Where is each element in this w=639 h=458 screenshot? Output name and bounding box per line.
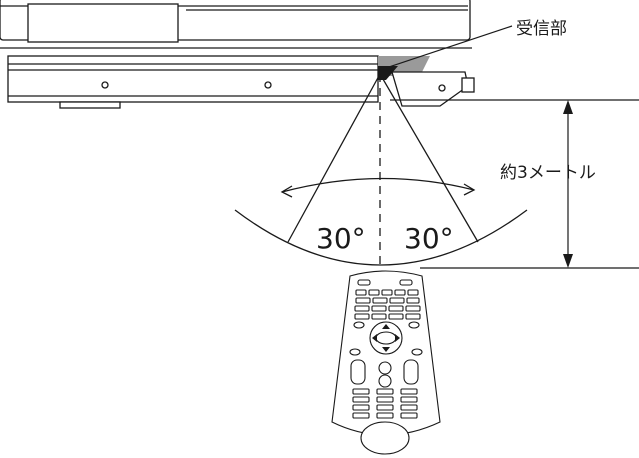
remote-button [368,289,380,296]
remote-button [411,348,423,356]
remote-button [376,404,394,411]
remote-button [400,396,418,403]
remote-bottom-curve [360,421,410,455]
distance-dimension [390,99,639,269]
remote-button [405,313,421,320]
angle-measure-arc [281,177,475,193]
dimension-arrow-up-icon [563,100,573,114]
range-cone [234,73,528,270]
angle-arc-arrow-left [280,185,293,198]
cone-right-edge [379,73,479,243]
tv-top-block [27,3,179,43]
tv-bracket-screw [438,84,446,92]
remote-button [376,412,394,419]
remote-button [388,305,404,312]
remote-button [408,321,420,329]
remote-button [376,388,394,395]
receiver-label: 受信部 [516,19,567,39]
remote-button [352,396,370,403]
dpad-up-icon [382,324,390,329]
remote-button [357,279,371,286]
remote-button [406,297,420,304]
cone-left-edge [287,73,381,243]
remote-button [352,388,370,395]
tv-screw-2 [264,81,272,89]
receiver-leader-line [379,25,513,71]
remote-button [388,313,404,320]
remote-button [407,289,419,296]
remote-button [371,305,387,312]
tv-body [7,55,379,103]
distance-label: 約3メートル [500,163,596,183]
remote-button [378,374,392,388]
tv-foot [59,101,121,109]
remote-button [349,348,361,356]
dpad-right-icon [395,334,400,342]
remote-button [389,297,405,304]
remote-button [354,313,370,320]
dimension-arrow-down-icon [563,254,573,268]
angle-label-right: 30° [404,222,454,255]
remote-channel-rocker [403,359,419,385]
remote-button [381,289,393,296]
dpad-left-icon [372,334,377,342]
remote-control [331,270,441,455]
remote-ok-button [375,331,397,345]
angle-label-left: 30° [316,222,366,255]
remote-button [372,297,388,304]
remote-button [400,388,418,395]
remote-button [354,305,370,312]
dpad-down-icon [382,347,390,352]
range-outer-arc [234,209,528,266]
tv-screw-1 [101,81,109,89]
tv-right-bracket [391,71,469,107]
remote-button [352,404,370,411]
remote-button [400,412,418,419]
remote-volume-rocker [350,359,366,385]
remote-button [353,321,365,329]
tv-device [0,0,475,109]
remote-button [352,412,370,419]
remote-button [405,305,421,312]
remote-button [355,289,367,296]
remote-button [400,404,418,411]
tv-bracket-tab [461,77,475,93]
remote-button [371,313,387,320]
remote-button [399,279,413,286]
remote-button [355,297,371,304]
remote-button [378,361,392,375]
angle-arc-arrow-right [463,183,476,196]
remote-button [394,289,406,296]
remote-button [376,396,394,403]
